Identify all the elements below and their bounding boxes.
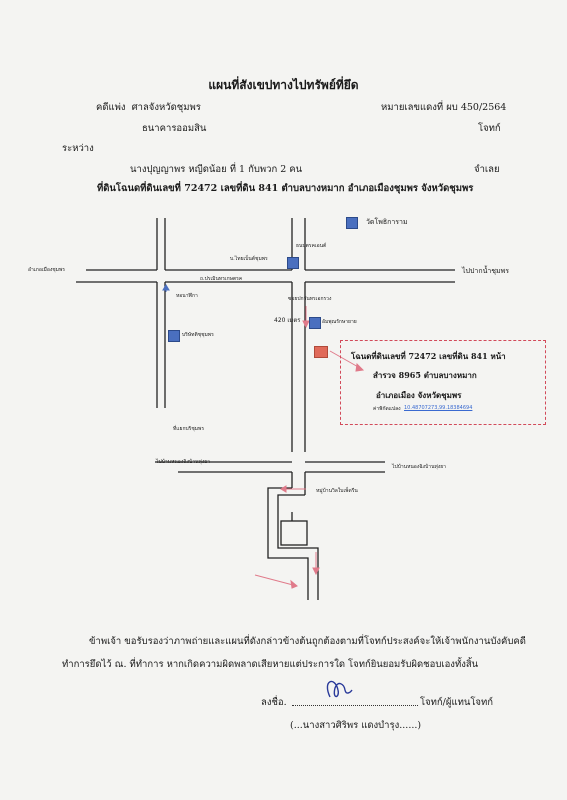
map-label-company-2: บริษัทติชุชุมพร: [182, 332, 214, 338]
land-description: ที่ดินโฉนดที่ดินเลขที่ 72472 เลขที่ดิน 8…: [97, 183, 474, 194]
parcel-coord-link[interactable]: 10.48707273,99.18384694: [404, 405, 473, 411]
arrow-head: [312, 567, 320, 576]
road-line: [277, 494, 319, 600]
map-label-company: บ.ไทยเบ็นต์ชุมพร: [230, 256, 268, 262]
map-label-clock-tower: หอนาฬิกา: [176, 293, 198, 299]
map-label-school: อัมพุณรักษายาย: [322, 319, 357, 325]
certification-line-2: ทำการยึดไว้ ณ. ที่ทำการ หากเกิดความผิดพล…: [62, 659, 479, 670]
signer-name: (...นางสาวศิริพร แดงบำรุง......): [290, 720, 422, 731]
arrow-head: [280, 485, 287, 493]
temple-marker: [346, 217, 358, 229]
map-label-to-east: ไปบ้านหนองฉิงบ้านทุ่งยา: [392, 464, 446, 470]
defendant-name: นางปุญญาพร หญีดน้อย ที่ 1 กับพวก 2 คน: [130, 164, 303, 175]
company-marker: [168, 330, 180, 342]
map-label-distance: 420 เมตร: [274, 317, 301, 324]
between-label: ระหว่าง: [62, 143, 94, 154]
parcel-info-box: [340, 340, 546, 425]
arrow: [254, 574, 294, 586]
arrow-head: [355, 362, 365, 372]
page-title: แผนที่สังเขปทางไปทรัพย์ที่ยึด: [208, 78, 359, 92]
map-label-to-city: อำเภอเมืองชุมพร: [28, 267, 65, 273]
map-label-to-west: ไปบ้านหนองฉิงบ้านทุ่งยา: [156, 459, 210, 465]
arrow-head: [290, 579, 298, 589]
parcel-info-line1: โฉนดที่ดินเลขที่ 72472 เลขที่ดิน 841 หน้…: [351, 351, 506, 361]
map-label-junction-2: ที่แยกบริชุมพร: [173, 426, 205, 432]
signature-line: [292, 705, 418, 706]
map-label-temple: วัดโพธิการาม: [366, 218, 408, 226]
certification-line-1: ข้าพเจ้า ขอรับรองว่าภาพถ่ายและแผนที่ดังก…: [89, 636, 526, 647]
map-label-road: ถ.ปรเมินทรเกษตรค: [200, 276, 243, 282]
signature-label: ลงชื่อ.: [261, 697, 287, 708]
arrow-head: [162, 284, 170, 291]
case-number: หมายเลขแดงที่ ผบ 450/2564: [381, 102, 507, 113]
map-label-to-river: ไปปากน้ำชุมพร: [462, 267, 510, 275]
parcel-info-line3: อำเภอเมือง จังหวัดชุมพร: [376, 390, 462, 400]
map-label-junction: ซอยปกวันทรเอกรวง: [288, 296, 332, 302]
map-label-village: หมู่บ้านวิลใบเพ็ดรีน: [316, 488, 358, 494]
defendant-role: จำเลย: [474, 164, 500, 175]
parcel-coord-label: ค่าพิกัดแปลง: [373, 406, 401, 412]
signature-role: โจทก์/ผู้แทนโจทก์: [420, 697, 494, 708]
map-label-station: ธนบตรคเอนต์: [296, 243, 327, 249]
target-parcel-marker: [314, 346, 328, 358]
school-marker: [309, 317, 321, 329]
road-line: [267, 487, 309, 600]
arrow-head: [302, 320, 310, 329]
arrow: [329, 350, 361, 369]
company-marker: [287, 257, 299, 269]
plaintiff-role: โจทก์: [478, 123, 501, 134]
case-label: คดีแพ่ง ศาลจังหวัดชุมพร: [96, 102, 201, 113]
road-block: [280, 520, 308, 546]
parcel-info-line2: สำรวจ 8965 ตำบลบางหมาก: [373, 370, 477, 380]
plaintiff-name: ธนาคารออมสิน: [142, 123, 207, 134]
